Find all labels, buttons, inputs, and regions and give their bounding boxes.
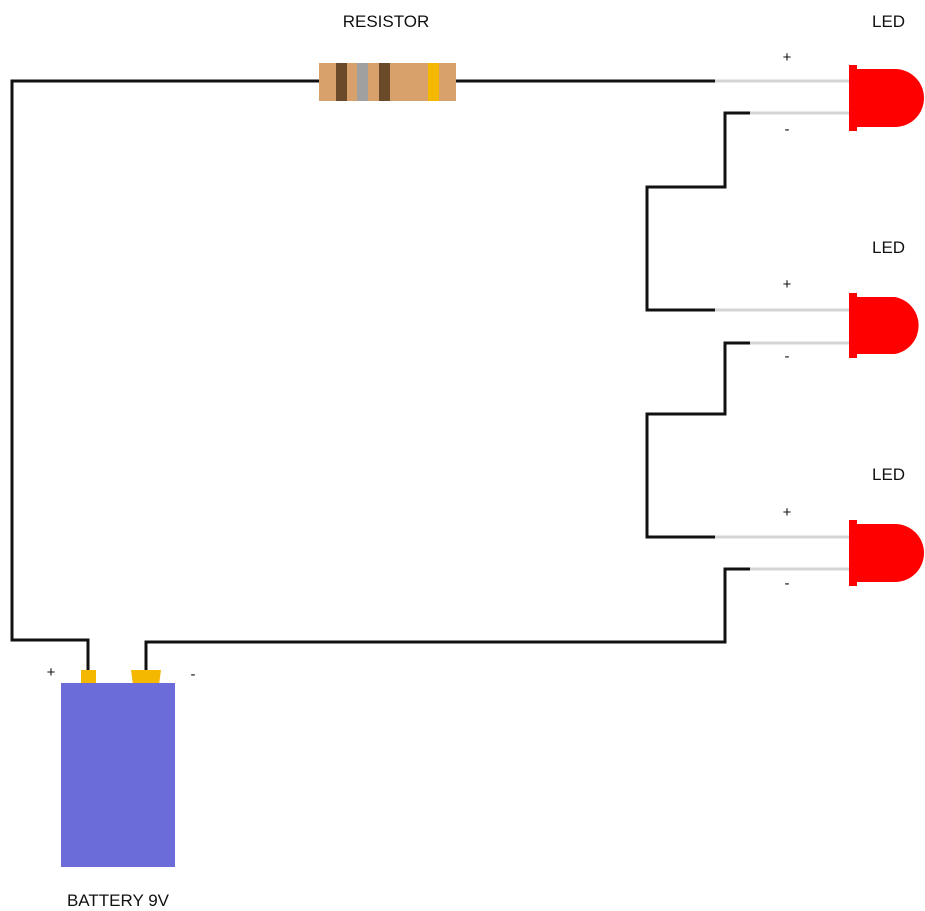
resistor-band-2 (357, 63, 368, 101)
led-2-dome (855, 297, 919, 354)
led-3-dome (855, 524, 924, 582)
led-1-flange (849, 65, 857, 131)
wires (10, 79, 750, 672)
resistor-band-3 (379, 63, 390, 101)
wire-battery-plus-to-resistor (10, 79, 320, 672)
led-1-minus-label: - (785, 121, 790, 138)
battery-plus-label: + (47, 664, 56, 681)
wire-led2-to-led3 (645, 341, 750, 539)
resistor-label: RESISTOR (343, 12, 430, 31)
battery-plus-terminal (81, 670, 96, 685)
led-2-plus-label: + (783, 276, 792, 293)
battery-body (61, 683, 175, 867)
led-2 (715, 293, 919, 358)
wire-led3-to-battery-minus (144, 567, 750, 672)
led-2-label: LED (872, 238, 905, 257)
battery-minus-terminal (131, 670, 161, 685)
led-3-minus-label: - (785, 575, 790, 592)
resistor-band-4 (428, 63, 439, 101)
battery (61, 670, 175, 867)
led-3-label: LED (872, 465, 905, 484)
led-1-label: LED (872, 12, 905, 31)
led-1-plus-label: + (783, 49, 792, 66)
led-1 (715, 65, 924, 131)
resistor-band-1 (336, 63, 347, 101)
led-2-flange (849, 293, 857, 358)
resistor (319, 63, 456, 101)
led-3 (715, 520, 924, 586)
led-3-flange (849, 520, 857, 586)
led-1-dome (855, 69, 924, 127)
led-3-plus-label: + (783, 504, 792, 521)
led-2-minus-label: - (785, 348, 790, 365)
battery-minus-label: - (191, 666, 196, 683)
battery-label: BATTERY 9V (67, 891, 170, 910)
wire-led1-to-led2 (645, 111, 750, 312)
